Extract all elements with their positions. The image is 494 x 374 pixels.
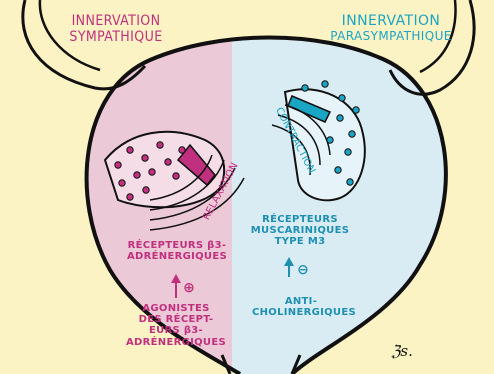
vesicle [115,162,121,168]
vesicle [142,155,148,161]
beta3-agonists-label: AGONISTES DES RÉCEPT- EURS β3- ADRÉNERGI… [124,303,228,348]
vesicle [127,194,133,200]
vesicle [173,173,179,179]
vesicle [339,95,345,101]
muscarinic-receptor-label: RÉCEPTEURS MUSCARINIQUES TYPE M3 [250,214,350,248]
beta3-receptor-label: RÉCEPTEURS β3- ADRÉNERGIQUES [120,240,234,262]
beta3-receptor-line2: ADRÉNERGIQUES [120,251,234,262]
vesicle [353,107,359,113]
vesicle [149,169,155,175]
sympathetic-title: INNERVATION SYMPATHIQUE [56,14,176,45]
sympathetic-title-line1: INNERVATION [56,14,176,30]
vesicle [134,172,140,178]
anticholinergics-line1: ANTI- [252,296,350,307]
vesicle [327,137,333,143]
anticholinergics-line2: CHOLINERGIQUES [252,307,350,318]
sympathetic-title-line2: SYMPATHIQUE [56,30,176,46]
muscarinic-receptor-line3: TYPE M3 [250,236,350,247]
vesicle [143,187,149,193]
parasympathetic-title: INNERVATION PARASYMPATHIQUE [318,14,464,43]
negative-effect-sign: ⊖ [293,263,313,279]
vesicle [165,159,171,165]
vesicle [335,167,341,173]
artist-signature: ℨs. [382,343,422,360]
vesicle [322,81,328,87]
vesicle [157,142,163,148]
vesicle [347,179,353,185]
vesicle [179,147,185,153]
parasympathetic-title-line2: PARASYMPATHIQUE [318,30,464,43]
muscarinic-receptor-line2: MUSCARINIQUES [250,225,350,236]
beta3-agonists-line3: EURS β3- [124,325,228,336]
parasympathetic-title-line1: INNERVATION [318,14,464,30]
muscarinic-receptor-line1: RÉCEPTEURS [250,214,350,225]
beta3-agonists-line1: AGONISTES [124,303,228,314]
vesicle [345,149,351,155]
beta3-agonists-line4: ADRÉNERGIQUES [124,337,228,348]
vesicle [337,115,343,121]
vesicle [349,131,355,137]
anticholinergics-label: ANTI- CHOLINERGIQUES [252,296,350,318]
vesicle [119,180,125,186]
beta3-receptor-line1: RÉCEPTEURS β3- [120,240,234,251]
vesicle [127,147,133,153]
beta3-agonists-line2: DES RÉCEPT- [124,314,228,325]
positive-effect-sign: ⊕ [179,281,199,297]
vesicle [302,85,308,91]
